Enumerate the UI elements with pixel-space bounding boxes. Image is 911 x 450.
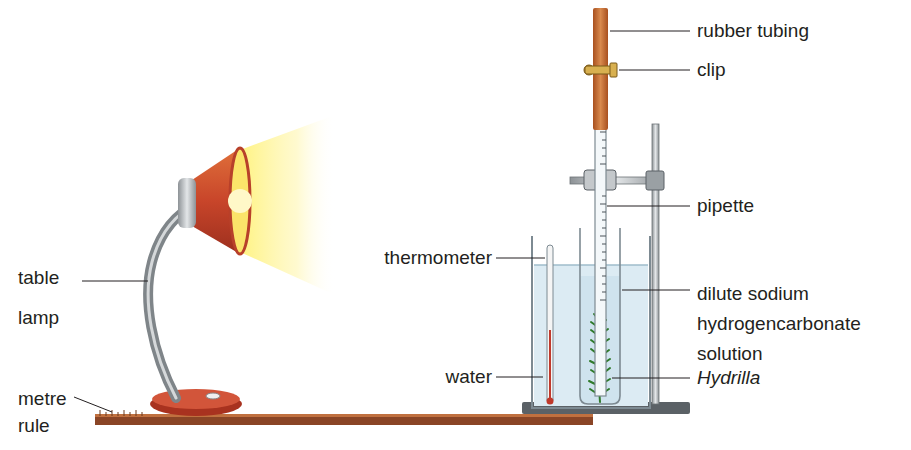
thermometer-bulb [547,398,554,405]
part-label: pipette [697,195,754,217]
thermometer-liquid [549,330,551,400]
clip-end [610,63,617,77]
stand-rod [652,124,659,404]
rule-marks [100,410,142,416]
lamp-bulb [228,189,252,213]
part-label: water [446,366,492,388]
boss-head [646,171,664,190]
bench-top [95,414,593,417]
pipette-scale [600,132,606,300]
part-label: table lamp [18,258,90,338]
part-label: clip [697,59,726,81]
lamp-stem [148,204,196,398]
part-label: metre rule [18,385,90,439]
lamp-base-top [152,389,240,409]
leader-lines [74,31,690,412]
part-label: thermometer [384,247,492,269]
thermometer [547,245,553,403]
part-label: Hydrilla [697,367,760,389]
pipette [595,124,606,396]
light-beam [240,115,335,295]
part-label: dilute sodium hydrogencarbonate solution [697,279,882,369]
beaker [532,236,650,408]
part-label: rubber tubing [697,20,809,42]
lamp-stem-shine [148,204,196,398]
lamp-collar [178,178,196,228]
lamp-switch [206,393,220,399]
bench [95,416,593,425]
